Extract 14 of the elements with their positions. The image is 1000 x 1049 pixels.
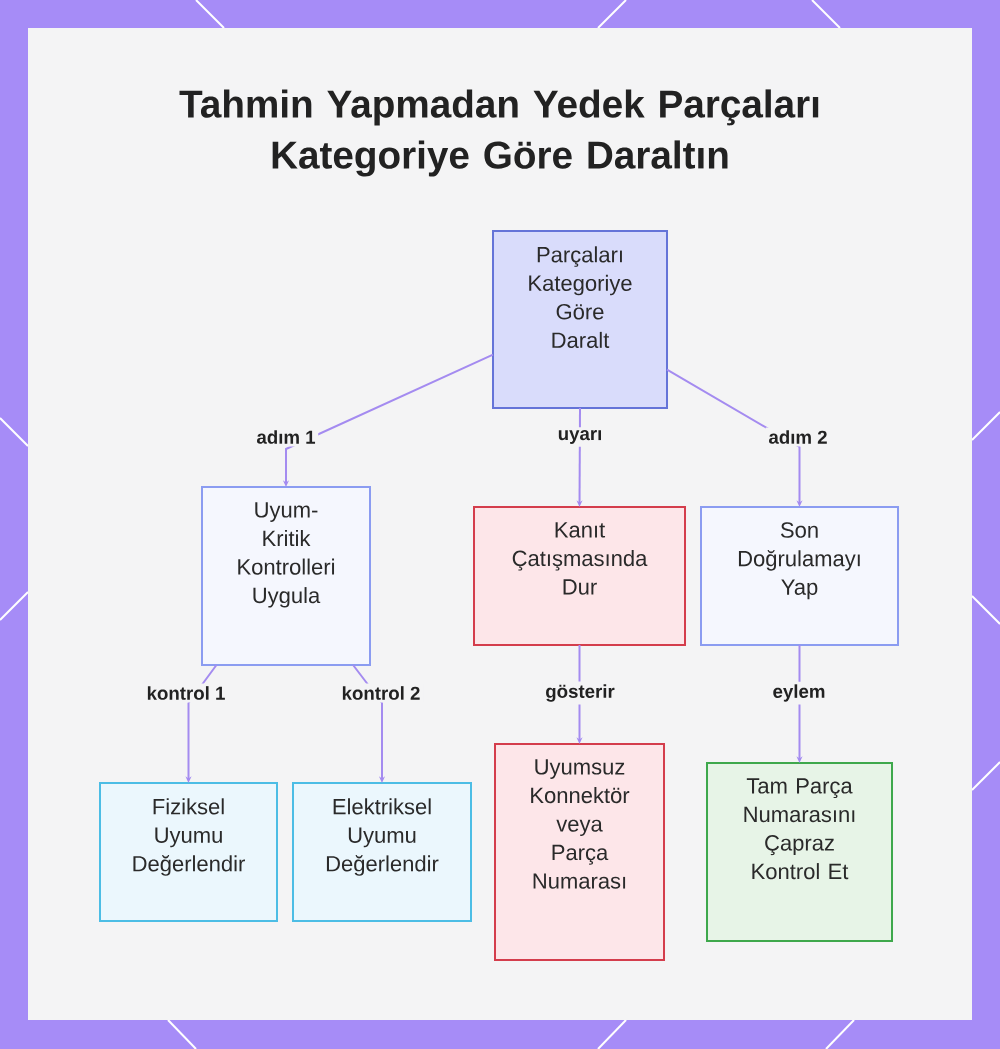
process-box: Kanıt Çatışmasında Dur [473, 506, 686, 646]
title: Tahmin Yapmadan Yedek Parçaları Kategoriye Göre Daraltın [179, 89, 819, 177]
process-box: Son Doğrulamayı Yap [700, 506, 899, 646]
process-box: Parçaları Kategoriye Göre Daralt [492, 230, 668, 409]
process-box: Fiziksel Uyumu Değerlendir [99, 782, 278, 922]
edge-label: kontrol 1 [143, 683, 229, 703]
edge-label: kontrol 2 [338, 683, 424, 703]
process-box: Uyum-Kritik Kontrolleri Uygula [201, 486, 371, 666]
process-box: Tam Parça Numarasını Çapraz Kontrol Et [706, 762, 893, 942]
edge-label: adım 2 [765, 427, 831, 447]
process-box: Uyumsuz Konnektör veya Parça Numarası [494, 743, 665, 961]
edge-label: uyarı [555, 427, 605, 447]
edge-label: adım 1 [253, 427, 319, 447]
process-box: Elektriksel Uyumu Değerlendir [292, 782, 472, 922]
